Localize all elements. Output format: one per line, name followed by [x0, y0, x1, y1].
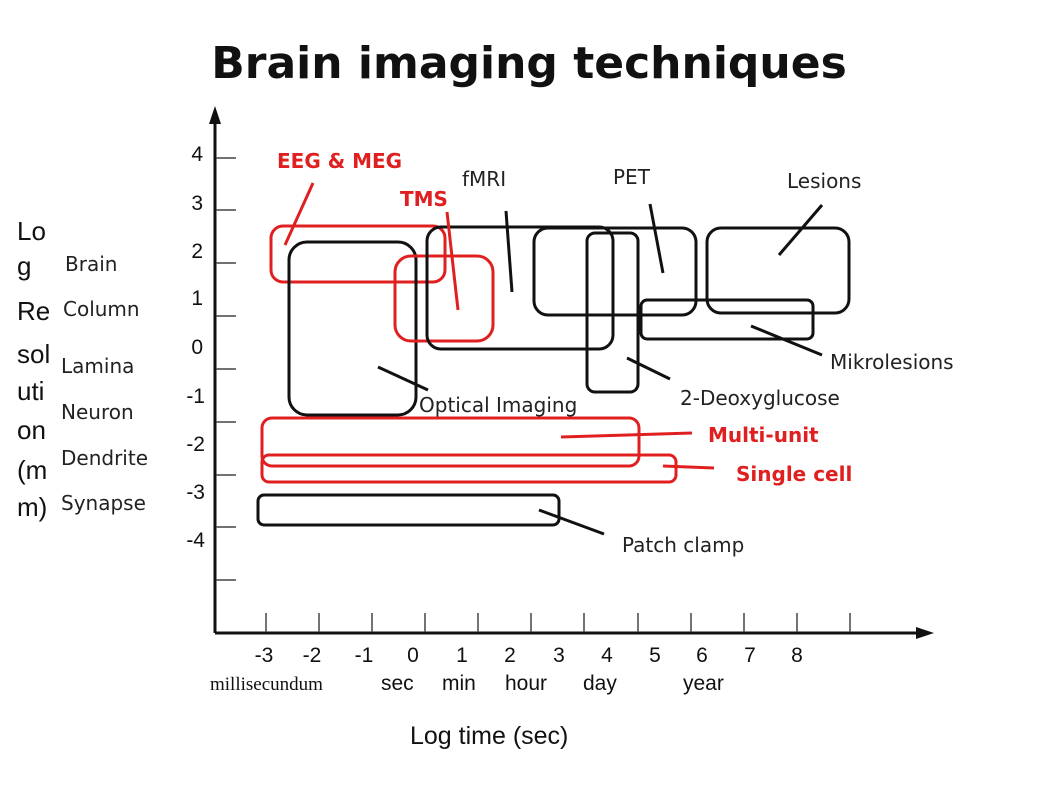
scale-label-lamina: Lamina — [61, 354, 134, 378]
y-title-line: uti — [17, 376, 44, 406]
y-title-line: Re — [17, 296, 50, 326]
x-tick-label: 8 — [791, 644, 803, 667]
scale-labels: Brain Column Lamina Neuron Dendrite Syna… — [61, 252, 148, 515]
x-unit-millisecundum: millisecundum — [210, 674, 323, 695]
patch-clamp-box — [256, 493, 561, 527]
x-tick-label: -1 — [355, 644, 374, 667]
x-tick-label: 4 — [601, 644, 613, 667]
x-axis-title: Log time (sec) — [410, 722, 568, 750]
deoxy-pointer — [626, 356, 671, 381]
scale-label-brain: Brain — [65, 252, 117, 276]
pet-box — [532, 226, 698, 317]
deoxyglucose-box — [585, 231, 640, 394]
optical-pointer — [377, 365, 429, 392]
x-tick-label: 5 — [649, 644, 661, 667]
single-cell-box — [260, 453, 678, 484]
y-tick-label: 4 — [191, 143, 203, 166]
label-mikrolesions: Mikrolesions — [830, 350, 954, 374]
y-tick-label: -4 — [186, 529, 205, 552]
y-axis-title: Lo g Re sol uti on (m m) — [17, 216, 50, 522]
y-title-line: (m — [17, 455, 47, 485]
x-unit-hour: hour — [505, 672, 547, 695]
mikrolesions-pointer — [750, 324, 823, 357]
multi-unit-box — [260, 416, 641, 468]
y-tick-labels: 4 3 2 1 0 -1 -2 -3 -4 — [186, 143, 205, 552]
scale-label-column: Column — [63, 297, 140, 321]
lesions-pointer — [777, 204, 824, 256]
y-tick-label: -3 — [186, 481, 205, 504]
x-tick-label: -3 — [255, 644, 274, 667]
technique-labels: EEG & MEG TMS fMRI PET Lesions Mikrolesi… — [277, 149, 954, 557]
y-tick-marks — [216, 157, 236, 581]
y-tick-label: 1 — [191, 287, 203, 310]
multi-unit-pointer — [560, 431, 693, 439]
lesions-box — [705, 226, 851, 315]
pointer-lines — [283, 182, 824, 536]
x-tick-label: 0 — [407, 644, 419, 667]
x-tick-labels: -3 -2 -1 0 1 2 3 4 5 6 7 8 — [255, 644, 803, 667]
x-axis-arrow — [916, 627, 934, 639]
fmri-box — [425, 225, 615, 351]
pet-pointer — [648, 203, 665, 274]
optical-imaging-box — [287, 240, 418, 417]
x-tick-label: 3 — [553, 644, 565, 667]
x-unit-day: day — [583, 672, 617, 695]
fmri-pointer — [504, 210, 514, 293]
label-pet: PET — [613, 165, 651, 189]
label-optical-imaging: Optical Imaging — [419, 393, 577, 417]
label-patch-clamp: Patch clamp — [622, 533, 744, 557]
page-title: Brain imaging techniques — [211, 38, 847, 89]
label-eeg-meg: EEG & MEG — [277, 149, 402, 173]
scale-label-dendrite: Dendrite — [61, 446, 148, 470]
patch-pointer — [538, 508, 605, 536]
y-title-line: on — [17, 415, 46, 445]
x-tick-marks — [265, 613, 851, 632]
y-tick-label: 0 — [191, 336, 203, 359]
scale-label-synapse: Synapse — [61, 491, 146, 515]
x-unit-min: min — [442, 672, 476, 695]
scale-label-neuron: Neuron — [61, 400, 134, 424]
x-tick-label: -2 — [303, 644, 322, 667]
technique-boxes — [256, 224, 851, 527]
label-single-cell: Single cell — [736, 462, 852, 486]
tms-box — [393, 254, 495, 343]
x-unit-year: year — [683, 672, 724, 695]
label-lesions: Lesions — [787, 169, 861, 193]
x-unit-labels: millisecundum sec min hour day year — [210, 672, 724, 695]
y-title-line: m) — [17, 492, 47, 522]
y-axis-arrow — [209, 106, 221, 124]
y-title-line: sol — [17, 339, 50, 369]
tms-pointer — [445, 211, 460, 311]
label-tms: TMS — [400, 187, 448, 211]
y-tick-label: -1 — [186, 385, 205, 408]
x-tick-label: 6 — [696, 644, 708, 667]
x-unit-sec: sec — [381, 672, 414, 695]
axes — [209, 106, 934, 639]
x-tick-label: 2 — [504, 644, 516, 667]
mikrolesions-box — [639, 298, 815, 341]
eeg-pointer — [283, 182, 315, 246]
label-deoxyglucose: 2-Deoxyglucose — [680, 386, 840, 410]
eeg-meg-box — [269, 224, 447, 284]
single-cell-pointer — [662, 464, 715, 470]
y-title-line: Lo — [17, 216, 46, 246]
y-title-line: g — [17, 251, 31, 281]
x-tick-label: 1 — [456, 644, 468, 667]
label-multi-unit: Multi-unit — [708, 423, 819, 447]
x-tick-label: 7 — [744, 644, 756, 667]
label-fmri: fMRI — [462, 167, 506, 191]
y-tick-label: 2 — [191, 240, 203, 263]
y-tick-label: -2 — [186, 433, 205, 456]
y-tick-label: 3 — [191, 192, 203, 215]
